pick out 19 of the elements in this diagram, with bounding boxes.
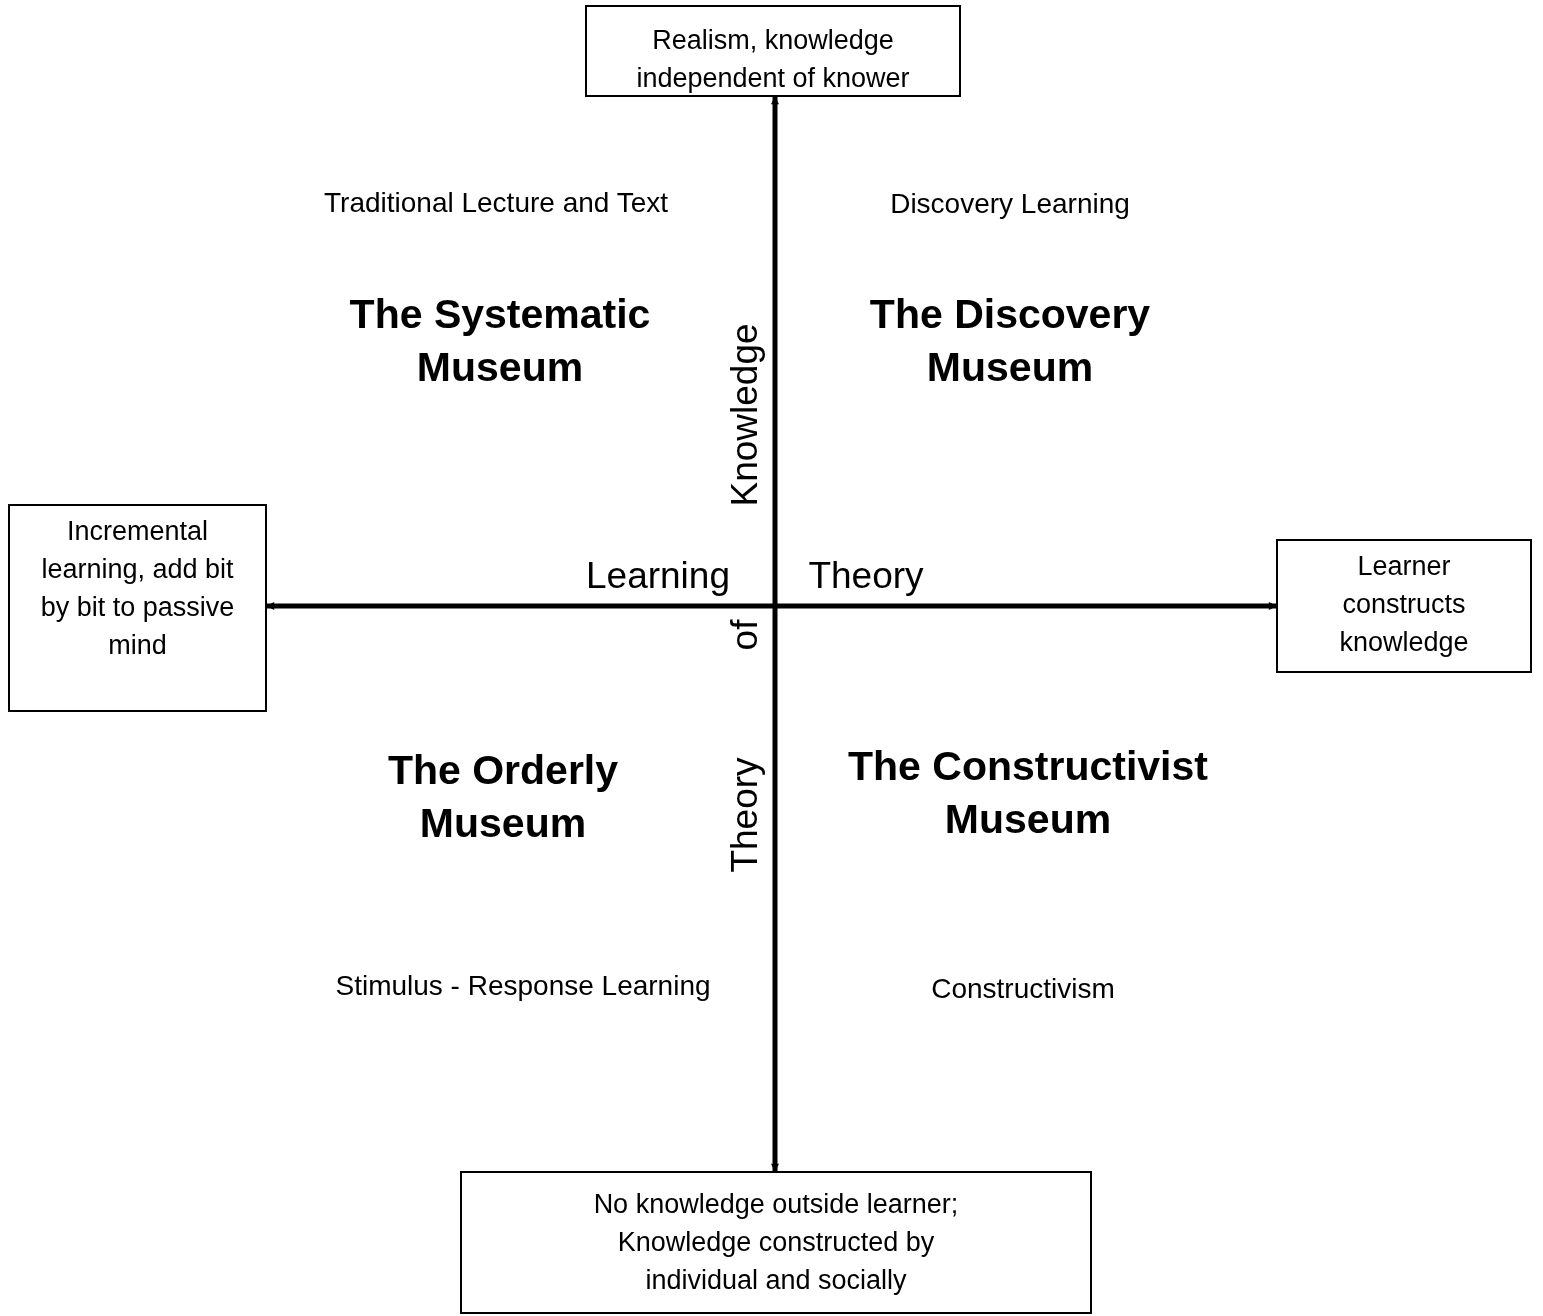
approach-label: Traditional Lecture and Text xyxy=(324,185,668,220)
approach-label: Discovery Learning xyxy=(890,186,1130,221)
double-arrow xyxy=(771,96,779,1172)
axis-label: of xyxy=(722,619,766,651)
text-box: Incremental learning, add bit by bit to passive mind xyxy=(8,504,267,712)
double-arrow xyxy=(266,602,1277,610)
quadrant-title: The Orderly Museum xyxy=(386,745,620,848)
axis-label: Theory xyxy=(808,553,924,598)
text-box: No knowledge outside learner; Knowledge constructed by individual and socially xyxy=(460,1171,1092,1314)
axis-label: Theory xyxy=(722,757,766,873)
quadrant-title: The Systematic Museum xyxy=(348,289,652,392)
approach-label: Stimulus - Response Learning xyxy=(335,968,711,1003)
approach-label: Constructivism xyxy=(931,971,1115,1006)
quadrant-title: The Constructivist Museum xyxy=(847,741,1209,844)
quadrant-title: The Discovery Museum xyxy=(868,289,1152,392)
text-box: Learner constructs knowledge xyxy=(1276,539,1532,673)
axis-label: Knowledge xyxy=(722,323,766,507)
axis-label: Learning xyxy=(586,553,730,598)
text-box: Realism, knowledge independent of knower xyxy=(585,5,961,97)
